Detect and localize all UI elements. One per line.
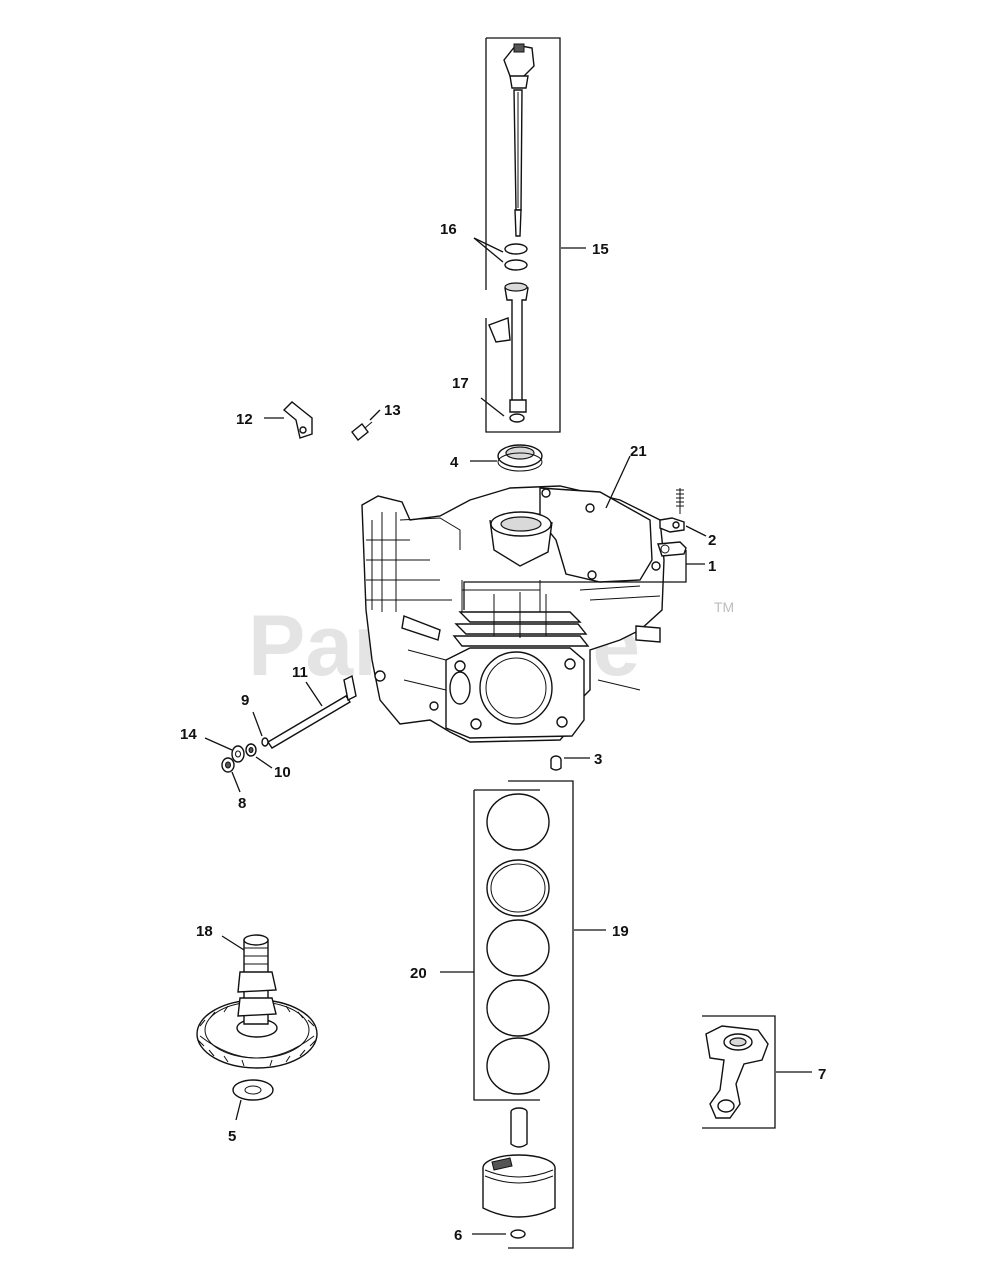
connecting-rod-bracket [702,1015,776,1129]
connecting-rod-part[interactable] [705,1025,769,1119]
oil-seal-part[interactable] [497,444,543,472]
retainer-part[interactable] [510,1229,526,1239]
washer-part-9[interactable] [261,737,269,747]
callout-15: 15 [592,241,609,258]
callout-2: 2 [708,532,716,549]
nut-part-8[interactable] [221,757,235,773]
callout-1: 1 [708,558,716,575]
part-2[interactable] [659,488,685,533]
callout-21: 21 [630,443,647,460]
callout-12: 12 [236,411,253,428]
callout-18: 18 [196,923,213,940]
piston-rings[interactable] [486,793,550,1095]
piston-part[interactable] [482,1154,556,1218]
rings-bracket [473,789,540,1101]
watermark-tm: TM [714,599,734,615]
piston-assembly-bracket [508,780,574,1249]
governor-shaft-part[interactable] [267,674,357,749]
callout-20: 20 [410,965,427,982]
callout-4: 4 [450,454,459,471]
callout-8: 8 [238,795,246,812]
washer-part-14[interactable] [231,745,245,763]
nut-part-10[interactable] [245,743,257,757]
callout-6: 6 [454,1227,462,1244]
callout-5: 5 [228,1128,236,1145]
callout-7: 7 [818,1066,826,1083]
piston-pin-part[interactable] [510,1107,528,1148]
callout-3: 3 [594,751,602,768]
crankcase-part[interactable] [361,485,665,743]
bracket-part[interactable] [282,401,313,439]
callout-11: 11 [292,664,308,681]
dipstick-assembly[interactable] [485,37,561,433]
camshaft-part[interactable] [196,934,318,1069]
shim-part[interactable] [232,1079,274,1101]
callout-16: 16 [440,221,457,238]
callout-17: 17 [452,375,469,392]
callout-13: 13 [384,402,401,419]
screw-part[interactable] [351,421,373,441]
dowel-pin-part[interactable] [550,755,562,771]
part-1[interactable] [657,541,687,557]
callout-14: 14 [180,726,197,743]
callout-19: 19 [612,923,629,940]
callout-9: 9 [241,692,249,709]
callout-10: 10 [274,764,291,781]
